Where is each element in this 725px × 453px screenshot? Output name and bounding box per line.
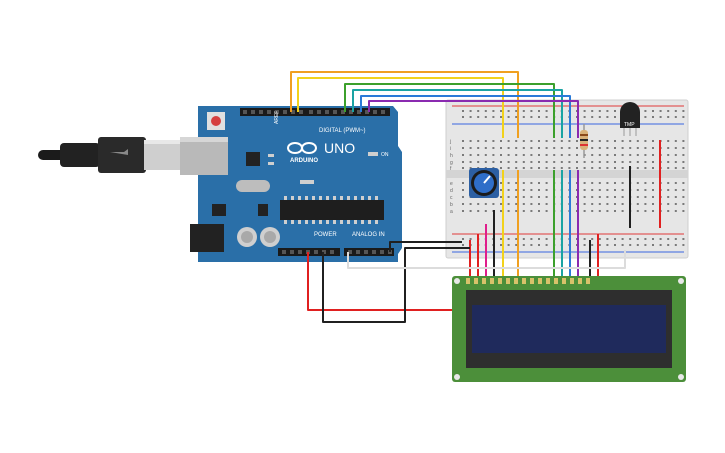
potentiometer — [469, 168, 499, 198]
wire-gnd — [322, 247, 470, 323]
wire-teal — [352, 89, 563, 138]
digital-header-label: DIGITAL (PWM~) — [319, 128, 366, 134]
lcd-pin — [490, 278, 494, 284]
lcd-pin — [482, 278, 486, 284]
lcd-pin — [578, 278, 582, 284]
wire-green — [344, 83, 555, 138]
row-letter: g — [450, 160, 453, 166]
lcd-pin-row — [466, 278, 590, 284]
usb-cable — [38, 137, 182, 173]
dc-jack — [190, 224, 224, 252]
microcontroller-chip — [280, 200, 384, 220]
power-header-label: POWER — [314, 232, 337, 238]
lcd-pin — [530, 278, 534, 284]
power-wires — [307, 240, 626, 323]
usb-jack — [180, 137, 228, 175]
lcd-module — [452, 276, 686, 382]
lcd-pin — [546, 278, 550, 284]
wire-yellow — [297, 77, 504, 138]
resistor — [580, 124, 588, 158]
digital-pin-header — [240, 108, 390, 116]
breadboard: j i h g f e d c b a — [445, 99, 689, 259]
row-letter: e — [450, 181, 453, 187]
row-letter: i — [450, 146, 451, 152]
sensor-label: TMP — [624, 122, 635, 128]
row-letter: j — [449, 139, 451, 145]
wire-blue — [360, 95, 571, 138]
lcd-pin — [586, 278, 590, 284]
crystal — [236, 180, 270, 192]
wire-purple — [368, 100, 579, 138]
arduino-logo: ARDUINO — [287, 142, 318, 164]
row-letter: c — [450, 195, 453, 201]
digital-wires — [290, 71, 579, 138]
arduino-logo-text: ARDUINO — [290, 158, 318, 164]
wire-5v — [307, 240, 471, 311]
row-letter: d — [450, 188, 453, 194]
board-model-label: UNO — [324, 140, 355, 156]
temperature-sensor: TMP — [620, 102, 640, 136]
lcd-pin — [514, 278, 518, 284]
lcd-pin — [554, 278, 558, 284]
row-letter: h — [450, 153, 453, 159]
lcd-pin — [522, 278, 526, 284]
row-letter: b — [450, 202, 453, 208]
lcd-screen — [472, 305, 666, 353]
row-letter: f — [450, 166, 452, 172]
analog-header-label: ANALOG IN — [352, 232, 385, 238]
lcd-pin — [562, 278, 566, 284]
lcd-pin — [538, 278, 542, 284]
on-led-label: ON — [381, 152, 389, 158]
lcd-pin — [474, 278, 478, 284]
lcd-pin — [498, 278, 502, 284]
pin-label-aref: AREF — [274, 111, 280, 124]
wire-analog — [347, 250, 626, 269]
lcd-pin — [466, 278, 470, 284]
row-letter: a — [450, 209, 453, 215]
arduino-uno-board: AREF DIGITAL (PWM~) POWER ANALOG IN ARDU… — [180, 106, 402, 262]
wire-orange — [290, 71, 519, 138]
lcd-pin — [570, 278, 574, 284]
lcd-pin — [506, 278, 510, 284]
lcd-wires — [469, 140, 661, 276]
analog-pin-header — [344, 248, 394, 256]
